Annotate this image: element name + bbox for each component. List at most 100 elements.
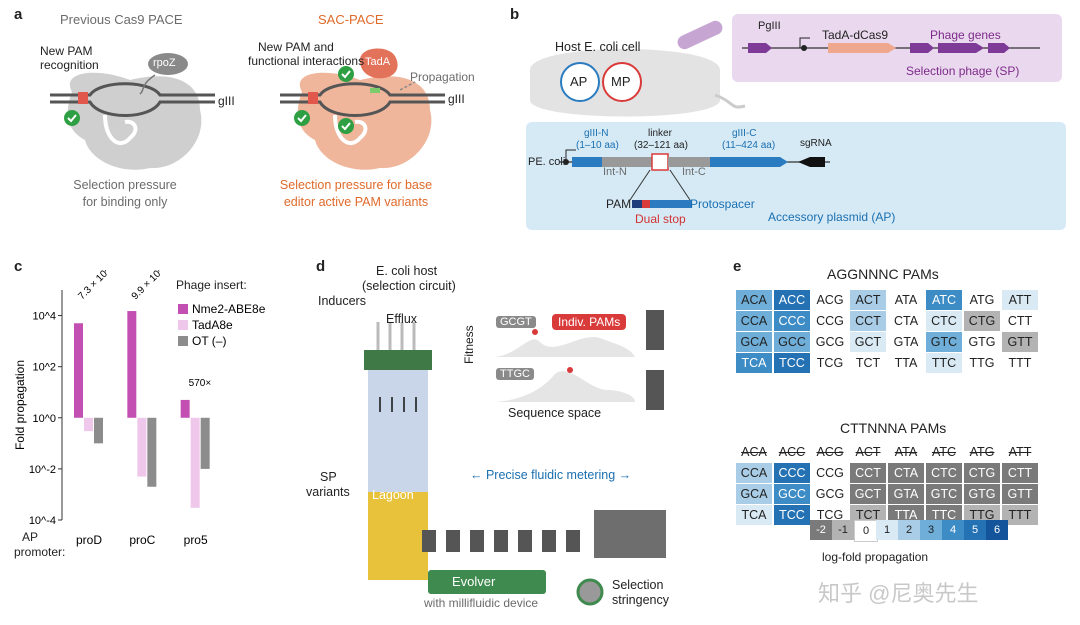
ap-label-c: AP <box>22 530 39 544</box>
x-tick-label: pro5 <box>184 533 208 547</box>
pam-cell: ATT <box>1002 290 1038 310</box>
ttgc-badge: TTGC <box>496 368 534 380</box>
pam-cell: TCA <box>736 353 772 373</box>
pam-cell: ATC <box>926 290 962 310</box>
panel-letter-c: c <box>14 258 23 275</box>
ap-label: AP <box>570 74 588 89</box>
pam-label: PAM <box>606 197 632 211</box>
pam-cell: ACT <box>850 290 886 310</box>
host-label: Host E. coli cell <box>555 40 641 54</box>
pam-cell: CTT <box>1002 463 1038 483</box>
legend-label: log-fold propagation <box>822 550 929 564</box>
functional-label: functional interactions <box>248 54 365 68</box>
stringency-label: stringency <box>612 593 669 607</box>
pam-cell: CCG <box>812 463 848 483</box>
pam-cell: CTT <box>1002 311 1038 331</box>
pam-cell: CCC <box>774 463 810 483</box>
int-n-label: Int-N <box>603 166 627 178</box>
pam-cell: TTG <box>964 353 1000 373</box>
cas9-blob-left <box>67 72 202 170</box>
millifluidic-label: with millifluidic device <box>424 596 539 610</box>
sel-right-1: Selection pressure for base <box>279 178 433 192</box>
annotation-label: 7.3 × 10^-4 <box>76 270 119 302</box>
legend-entry: TadA8e <box>192 318 233 332</box>
giii-label-left: gIII <box>218 94 235 108</box>
sel-left-2: for binding only <box>82 195 168 209</box>
pam-cell: GTG <box>964 332 1000 352</box>
protospacer-label: Protospacer <box>690 197 755 211</box>
phage-genes-label: Phage genes <box>930 28 1001 42</box>
sgrna-label: sgRNA <box>800 138 832 149</box>
pam-cell: TCG <box>812 353 848 373</box>
y-tick-label: 10^-4 <box>29 515 56 527</box>
panel-letter-d: d <box>316 258 326 275</box>
legend-title: Phage insert: <box>176 278 247 292</box>
pam-cell: GCT <box>850 332 886 352</box>
pam-cell: CTG <box>964 311 1000 331</box>
new-pam-label: New PAM <box>40 44 93 58</box>
y-tick-label: 10^4 <box>32 311 56 323</box>
fitness-label: Fitness <box>462 325 476 364</box>
giii-label-right: gIII <box>448 92 465 106</box>
bar <box>147 417 157 487</box>
pam-cell: TCC <box>774 505 810 525</box>
dual-stop-label: Dual stop <box>635 212 686 226</box>
pam-cell: GTT <box>1002 484 1038 504</box>
grid1-title: AGGNNNC PAMs <box>827 266 939 282</box>
bar <box>190 417 200 508</box>
annotation-label: 570× <box>189 378 212 389</box>
check-icon-left <box>64 110 80 126</box>
rpoz-label: rpoZ <box>153 57 176 69</box>
legend-swatch <box>178 320 188 330</box>
propagation-arrow <box>399 81 416 91</box>
legend-swatch: 3 <box>920 520 942 540</box>
pam-cell: GCA <box>736 484 772 504</box>
legend-entry: OT (–) <box>192 334 226 348</box>
pam-cell: ACG <box>812 290 848 310</box>
grid2-title: CTTNNNA PAMs <box>840 420 947 436</box>
metering-label: ← Precise fluidic metering → <box>470 468 632 482</box>
evolver-label: Evolver <box>452 574 496 589</box>
pam-cell: CCC <box>774 311 810 331</box>
pam-cell: GCC <box>774 484 810 504</box>
giii-c-label: gIII-C <box>732 128 757 139</box>
gcgt-badge: GCGT <box>496 316 536 328</box>
pam-cell: ACC <box>774 442 810 462</box>
pam-cell: GTG <box>964 484 1000 504</box>
pam-cell: CTC <box>926 463 962 483</box>
lagoon-label: Lagoon <box>372 488 414 502</box>
check-icon-right-2 <box>338 118 354 134</box>
pam-cell: CCG <box>812 311 848 331</box>
pam-cell: ATG <box>964 290 1000 310</box>
pam-cell: TTT <box>1002 353 1038 373</box>
watermark: 知乎 @尼奥先生 <box>818 581 979 606</box>
selection-circuit-label: (selection circuit) <box>362 279 456 293</box>
panel-letter-e: e <box>733 258 742 275</box>
pam-cell: TTC <box>926 353 962 373</box>
pecoli-label: PE. coli <box>528 156 566 168</box>
pam-cell: ATA <box>888 442 924 462</box>
pam-cell: GTT <box>1002 332 1038 352</box>
pam-cell: ACC <box>774 290 810 310</box>
pam-cell: GTA <box>888 484 924 504</box>
ap-circle <box>560 62 600 102</box>
panel-b-schematic <box>526 14 1066 230</box>
new-pam-and-label: New PAM and <box>258 40 334 54</box>
pam-cell: CTA <box>888 311 924 331</box>
mp-label: MP <box>611 74 631 89</box>
pam-cell: TCC <box>774 353 810 373</box>
tada-dcas9-label: TadA-dCas9 <box>822 28 889 42</box>
y-tick-label: 10^2 <box>32 362 56 374</box>
pam-cell: ATT <box>1002 442 1038 462</box>
pam-cell: ACT <box>850 442 886 462</box>
pam-cell: CCT <box>850 311 886 331</box>
pam-cell: TCT <box>850 353 886 373</box>
pam-cell: GCC <box>774 332 810 352</box>
dna-strand-left-2 <box>50 100 215 117</box>
pam-cell: CTG <box>964 463 1000 483</box>
pam-cell: CCA <box>736 311 772 331</box>
x-tick-label: proD <box>76 533 102 547</box>
check-icon-right-3 <box>338 66 354 82</box>
legend-swatch: 4 <box>942 520 964 540</box>
